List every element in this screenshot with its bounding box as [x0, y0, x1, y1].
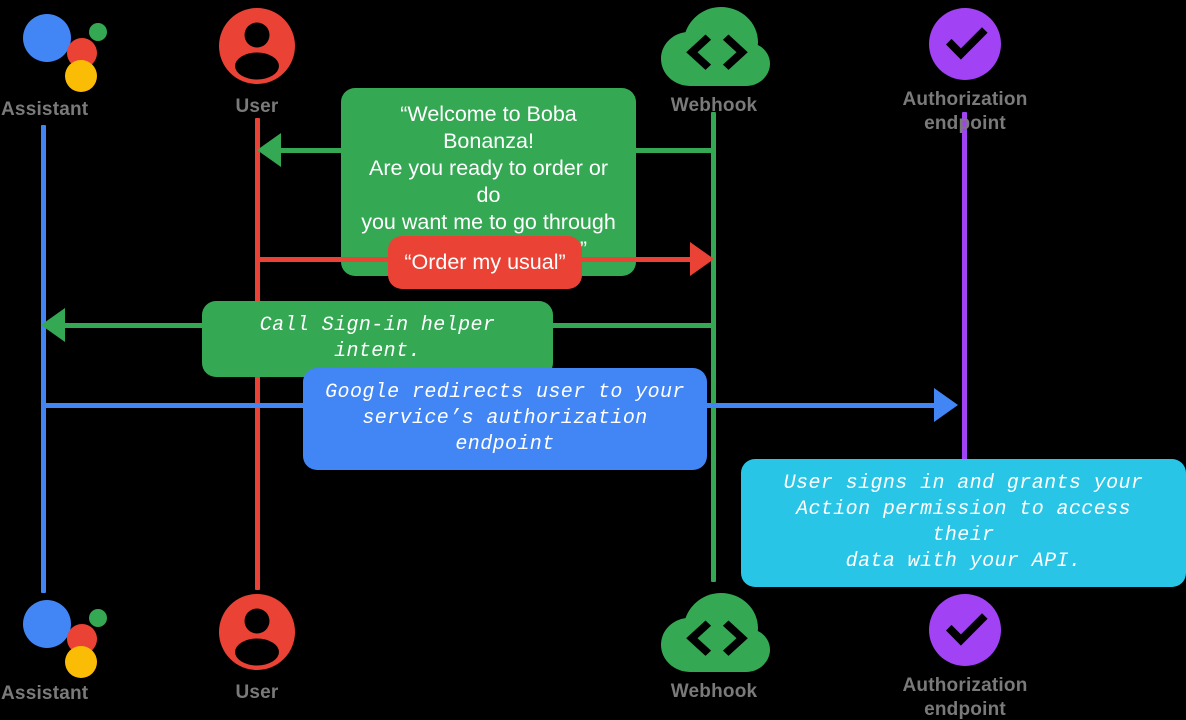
actor-label-user-bottom: User: [235, 682, 279, 703]
arrow-head-order: [690, 242, 714, 276]
purple-check-circle-icon: [927, 6, 1003, 82]
actor-assistant-top: Assistant: [0, 6, 130, 122]
actor-label-auth: Authorization endpoint: [902, 89, 1028, 134]
user-avatar-icon: [217, 6, 297, 86]
actor-auth-bottom: Authorization endpoint: [865, 592, 1065, 720]
assistant-dot-green: [89, 23, 107, 41]
message-bubble-signs-in: User signs in and grants your Action per…: [741, 459, 1186, 587]
google-assistant-logo-bottom: [21, 592, 109, 678]
google-assistant-logo: [21, 6, 109, 92]
assistant-dot-yellow: [65, 60, 97, 92]
arrow-head-redirect: [934, 388, 958, 422]
assistant-dot-green-bottom: [89, 609, 107, 627]
lifeline-webhook: [711, 112, 716, 582]
cloud-code-icon-bottom: [658, 592, 770, 674]
actor-label-auth-bottom: Authorization endpoint: [902, 675, 1028, 720]
message-bubble-redirect: Google redirects user to your service’s …: [303, 368, 707, 470]
actor-label-assistant-bottom: Assistant: [1, 683, 89, 704]
arrow-head-welcome: [257, 133, 281, 167]
cloud-code-icon: [658, 6, 770, 88]
lifeline-auth: [962, 112, 967, 584]
actor-webhook-top: Webhook: [634, 6, 794, 118]
message-bubble-order: “Order my usual”: [388, 236, 582, 289]
actor-label-user: User: [235, 96, 279, 117]
actor-label-assistant: Assistant: [1, 99, 89, 120]
actor-auth-top: Authorization endpoint: [865, 6, 1065, 136]
user-avatar-icon-bottom: [217, 592, 297, 672]
assistant-dot-yellow-bottom: [65, 646, 97, 678]
actor-user-bottom: User: [177, 592, 337, 705]
assistant-dot-blue-bottom: [23, 600, 71, 648]
purple-check-circle-icon-bottom: [927, 592, 1003, 668]
actor-assistant-bottom: Assistant: [0, 592, 130, 706]
assistant-dot-blue: [23, 14, 71, 62]
actor-user-top: User: [177, 6, 337, 119]
message-bubble-signin: Call Sign-in helper intent.: [202, 301, 553, 377]
lifeline-assistant: [41, 125, 46, 593]
arrow-head-signin: [41, 308, 65, 342]
actor-label-webhook: Webhook: [670, 95, 758, 116]
actor-webhook-bottom: Webhook: [634, 592, 794, 704]
actor-label-webhook-bottom: Webhook: [670, 681, 758, 702]
